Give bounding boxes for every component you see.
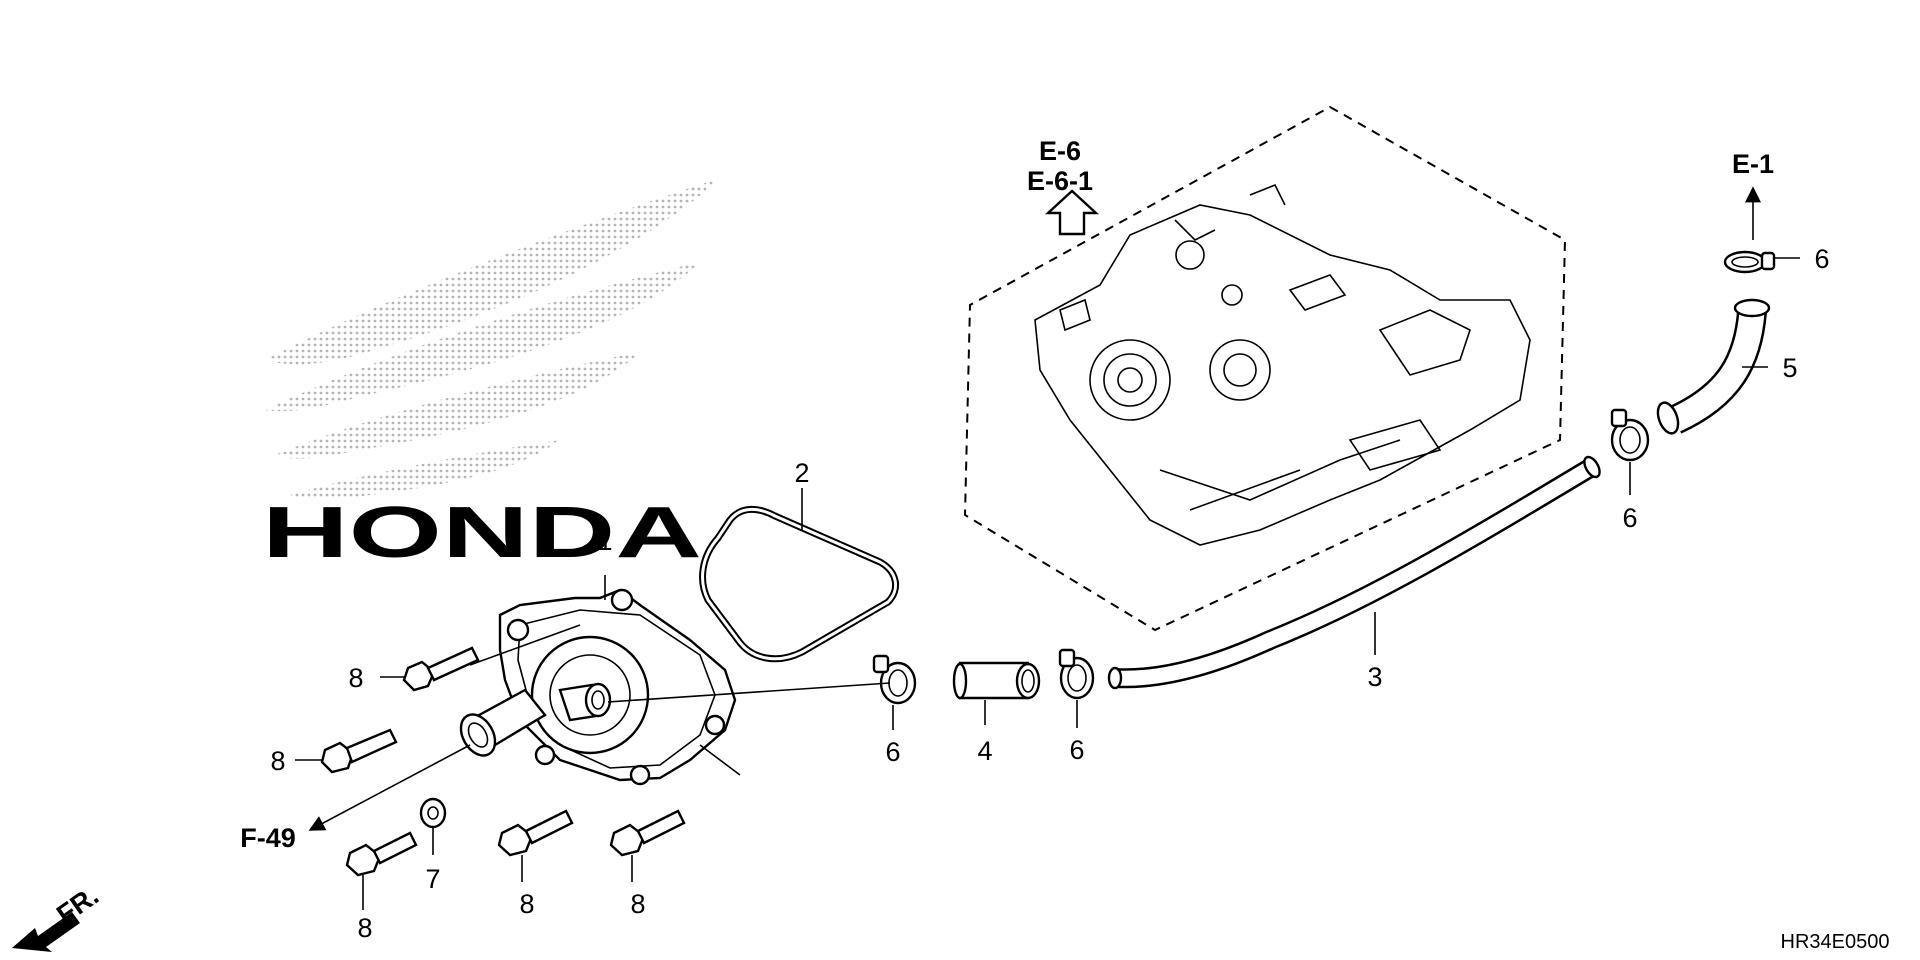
callout-gasket: 2 <box>794 458 809 488</box>
hose-clamp-top <box>1723 250 1776 274</box>
short-hose <box>952 661 1041 700</box>
ref-e-6-1: E-6-1 <box>1027 166 1093 196</box>
sealing-washer <box>419 797 447 829</box>
callout-water-pump-cover: 1 <box>597 526 612 556</box>
callout-clamp-middle: 6 <box>1069 735 1084 765</box>
ref-e-1: E-1 <box>1732 149 1774 179</box>
gasket <box>699 505 899 663</box>
callout-bolt-d: 8 <box>519 889 534 919</box>
leader-bolt-guide-a <box>469 624 581 666</box>
callout-washer: 7 <box>425 864 440 894</box>
water-pump-cover <box>459 588 737 786</box>
flange-bolt-c <box>345 831 418 877</box>
leader-cover-to-clamp <box>607 682 891 703</box>
callout-clamp-right: 6 <box>1622 503 1637 533</box>
honda-wordmark: HONDA <box>262 493 702 573</box>
flange-bolt-b <box>320 728 398 774</box>
callout-bolt-b: 8 <box>270 746 285 776</box>
callout-upper-hose: 5 <box>1782 353 1797 383</box>
front-direction-arrow <box>12 912 80 952</box>
hose-clamp-right <box>1610 408 1650 462</box>
flange-bolt-d <box>497 809 574 857</box>
hose-clamp-middle <box>1058 648 1095 700</box>
callout-bolt-c: 8 <box>357 913 372 943</box>
callout-bolt-e: 8 <box>630 889 645 919</box>
diagram-code: HR34E0500 <box>1781 931 1890 953</box>
honda-wing-logo: HONDA <box>262 178 720 573</box>
callout-clamp-top: 6 <box>1814 244 1829 274</box>
leader-bolt-guide-b <box>699 744 741 776</box>
ref-f-49: F-49 <box>240 823 296 853</box>
callout-bolt-a: 8 <box>348 663 363 693</box>
callout-short-hose: 4 <box>977 736 992 766</box>
ref-e-6: E-6 <box>1039 136 1081 166</box>
ref-f-49-arrow <box>308 744 471 831</box>
flange-bolt-a <box>402 646 480 692</box>
flange-bolt-e <box>609 809 686 857</box>
callout-water-pipe: 3 <box>1367 662 1382 692</box>
water-pipe <box>1107 455 1601 690</box>
upper-hose <box>1656 298 1771 435</box>
callout-clamp-left: 6 <box>885 737 900 767</box>
hose-clamp-left <box>872 654 917 705</box>
reference-arrow-up <box>1044 189 1100 236</box>
engine-case-outline <box>963 105 1567 632</box>
